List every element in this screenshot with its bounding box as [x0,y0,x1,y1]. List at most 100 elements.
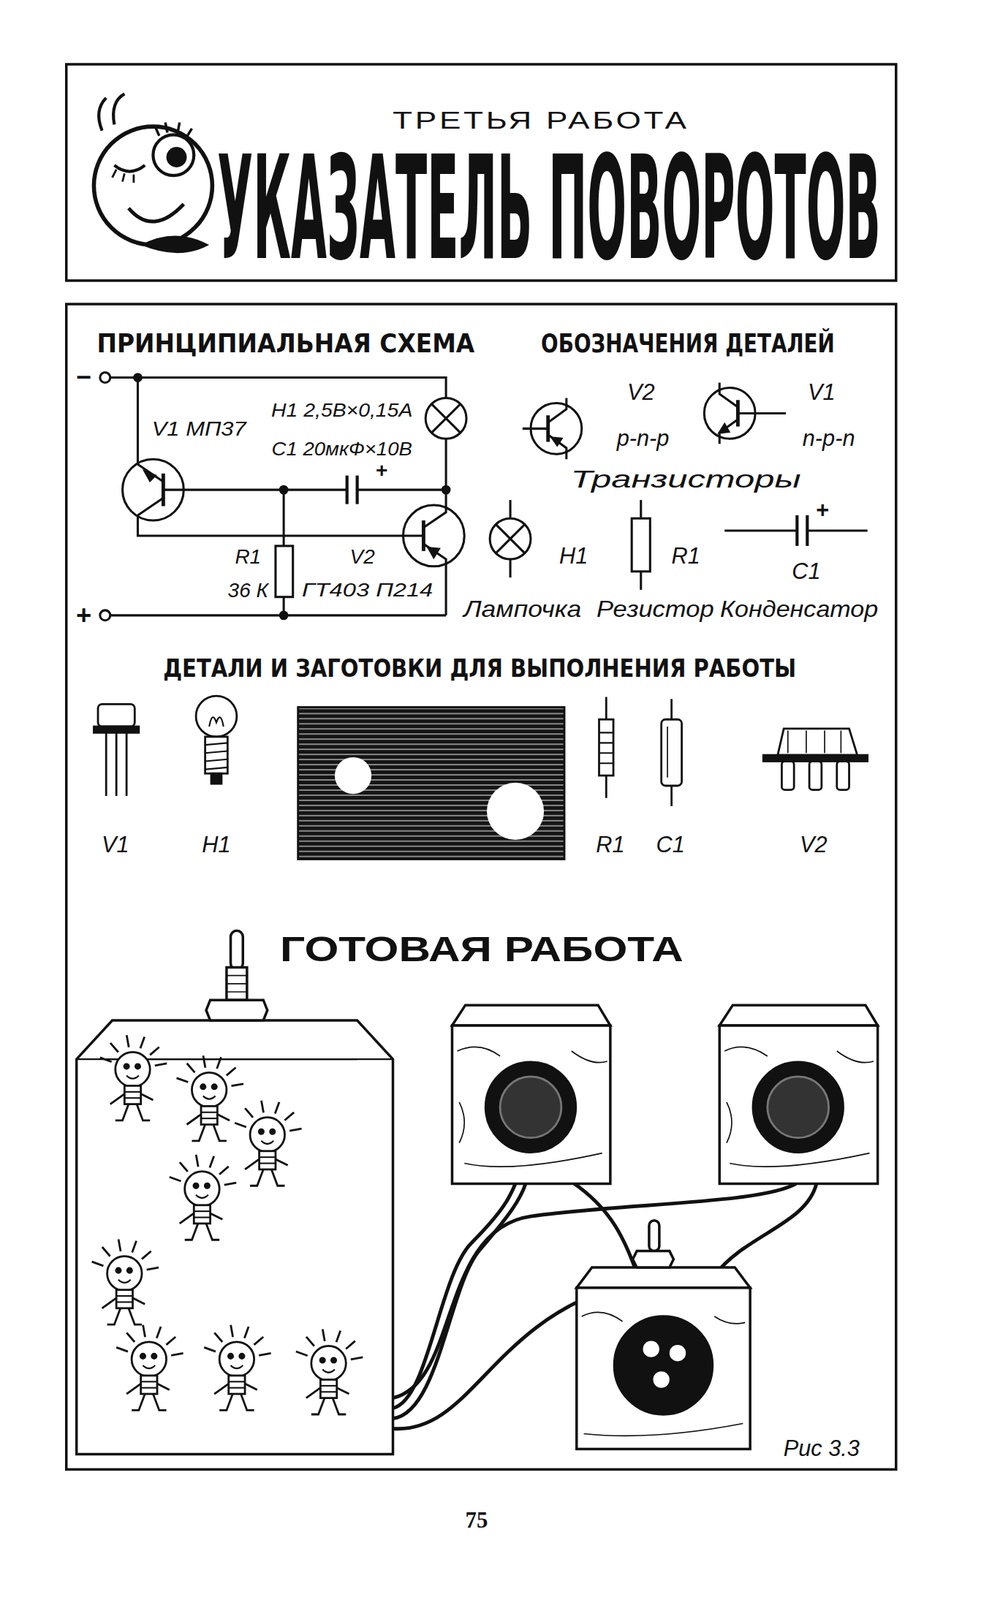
parts-illustration [105,732,108,797]
component-label: V2 [350,546,376,567]
finished-device [116,1325,183,1411]
finished-device [633,1251,675,1268]
parts-illustration [97,703,135,727]
finished-device [719,1025,878,1184]
face-emblem [98,93,125,131]
finished-device [226,967,248,1001]
component-label: С1 20мкФ×10В [271,439,413,460]
section-heading: ГОТОВАЯ РАБОТА [279,932,684,967]
symbol-legend [719,383,738,408]
finished-device [614,1316,713,1415]
finished-device [100,1035,167,1121]
symbol-legend [639,571,642,590]
part-label: С1 [656,834,685,857]
face-emblem [128,203,184,222]
parts-illustration [205,742,229,770]
face-emblem [152,134,194,176]
circuit-schematic [110,377,446,399]
symbol-caption: Резистор [596,597,715,621]
circuit-schematic [357,489,446,492]
finished-device [92,1239,159,1326]
symbol-legend [631,518,650,572]
finished-device [392,1183,525,1419]
parts-illustration [781,760,794,790]
face-emblem [154,122,192,138]
finished-device [226,975,248,992]
finished-device [571,1182,639,1276]
parts-illustration [195,695,237,737]
parts-illustration [599,719,615,776]
finished-device [767,1076,829,1139]
polarity-mark: + [815,499,829,522]
parts-illustration [93,726,139,733]
page-title: УКАЗАТЕЛЬ ПОВОРОТОВ [217,137,881,280]
content-frame [66,304,897,1470]
component-value: ГТ403 П214 [301,580,433,601]
work-number: ТРЕТЬЯ РАБОТА [392,108,690,134]
circuit-schematic [282,489,286,547]
circuit-schematic [110,614,446,617]
circuit-schematic [100,372,467,621]
circuit-schematic [279,611,288,620]
finished-device [752,1062,843,1153]
finished-device [576,1267,751,1289]
circuit-schematic [134,374,142,382]
polarity-mark: + [375,460,388,482]
finished-device [296,1329,363,1415]
face-emblem [141,235,210,253]
finished-device [451,1005,610,1026]
face-emblem [93,126,212,245]
symbol-legend [719,424,729,433]
symbol-legend [509,500,512,519]
part-label: С1 [791,559,821,583]
finished-device [714,1183,817,1276]
circuit-schematic [345,475,349,505]
component-label: V1 МП37 [152,418,247,439]
symbol-legend [807,529,867,532]
finished-device [486,1062,577,1153]
symbol-legend [489,383,868,590]
finished-device [724,1046,874,1167]
parts-illustration [211,773,222,784]
circuit-schematic [442,486,450,494]
parts-illustration [788,731,842,754]
finished-device [203,1325,271,1411]
finished-device [231,930,244,970]
symbol-caption: Транзисторы [570,467,802,492]
finished-device [669,1345,686,1362]
circuit-schematic [100,610,111,621]
symbol-legend [724,529,797,532]
symbol-legend [639,500,642,519]
parts-illustration [837,760,850,790]
figure-caption: Рис 3.3 [783,1437,860,1461]
part-label: V1 [807,381,836,405]
parts-illustration [777,728,858,756]
part-label: R1 [595,834,625,857]
symbol-legend [548,434,567,460]
parts-illustration [115,732,118,797]
symbol-caption: Конденсатор [720,597,878,621]
face-emblem [114,165,145,172]
component-label: R1 [234,546,261,567]
finished-device [169,1155,237,1241]
section-heading: ОБОЗНАЧЕНИЯ ДЕТАЛЕЙ [540,329,835,357]
circuit-schematic [421,520,426,552]
parts-illustration [486,782,544,840]
part-label: V1 [101,834,130,857]
finished-device [576,1288,751,1450]
circuit-schematic [423,489,446,528]
parts-illustration [666,726,669,778]
terminal-sign: + [76,602,92,629]
symbol-legend [736,399,740,427]
finished-device [176,1055,244,1142]
part-label: V2 [799,834,828,857]
symbol-legend [495,524,525,554]
finished-device [719,1005,878,1026]
parts-illustration [298,706,565,859]
symbol-legend [737,412,786,415]
transistor-type: n-p-n [802,427,856,451]
section-heading: ПРИНЦИПИАЛЬНАЯ СХЕМА [97,329,476,357]
parts-illustration [334,757,372,794]
